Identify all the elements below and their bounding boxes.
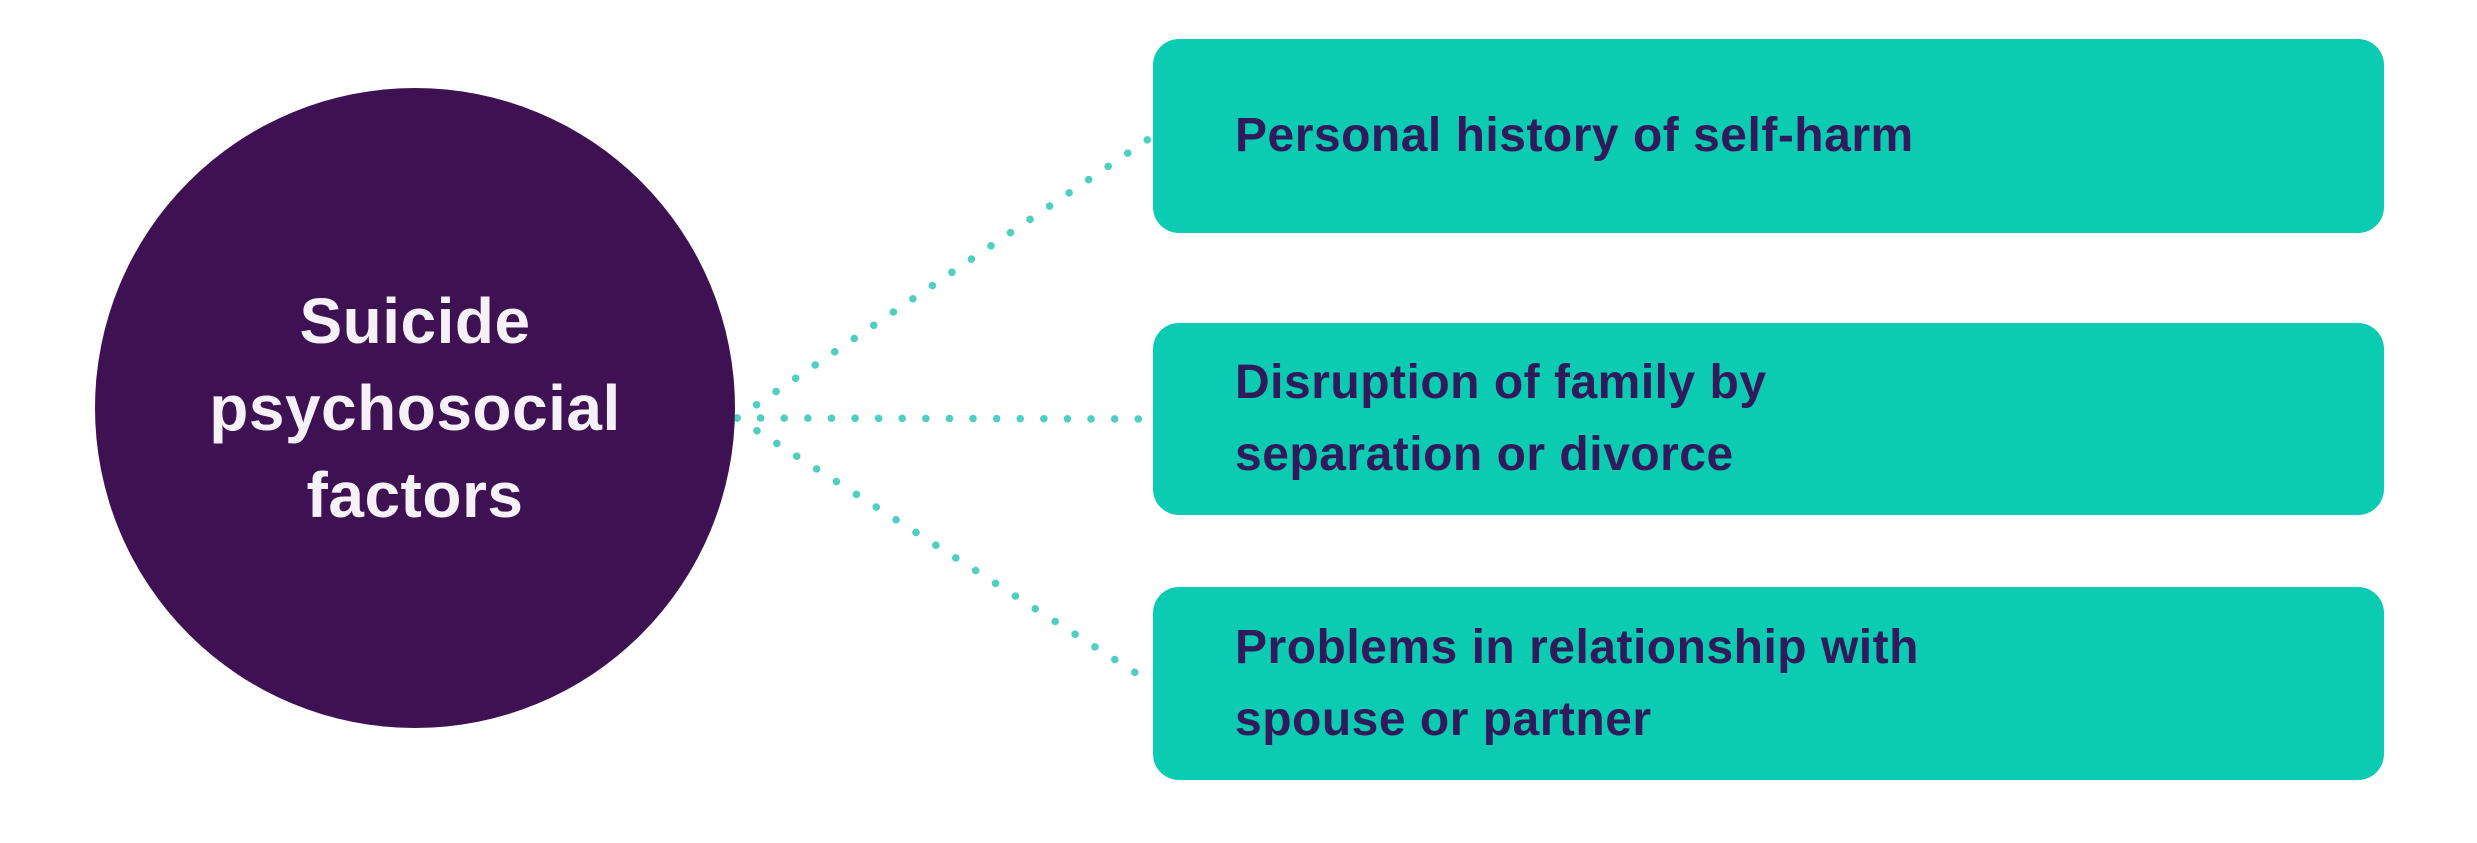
factor-box-relationship-problems: Problems in relationship with spouse or … (1153, 587, 2384, 780)
factor-label-line-2: separation or divorce (1235, 428, 1734, 481)
connector-line-bottom (733, 414, 1157, 688)
connector-line-middle (733, 414, 1157, 423)
factor-box-personal-history: Personal history of self-harm (1153, 39, 2384, 233)
central-node-label-line-1: Suicide (299, 284, 531, 357)
central-node-label-line-3: factors (306, 458, 524, 531)
central-node-label-line-2: psychosocial (209, 371, 621, 444)
connector-line-top (733, 132, 1157, 422)
factor-label-line-2: spouse or partner (1235, 692, 1652, 746)
factor-label-line-1: Problems in relationship with (1235, 620, 1919, 674)
central-node-label: Suicide psychosocial factors (209, 278, 621, 539)
central-node: Suicide psychosocial factors (95, 88, 735, 728)
factor-box-family-disruption: Disruption of family by separation or di… (1153, 323, 2384, 515)
factor-label-line-1: Disruption of family by (1235, 356, 1767, 409)
factor-label: Personal history of self-harm (1235, 109, 1914, 162)
